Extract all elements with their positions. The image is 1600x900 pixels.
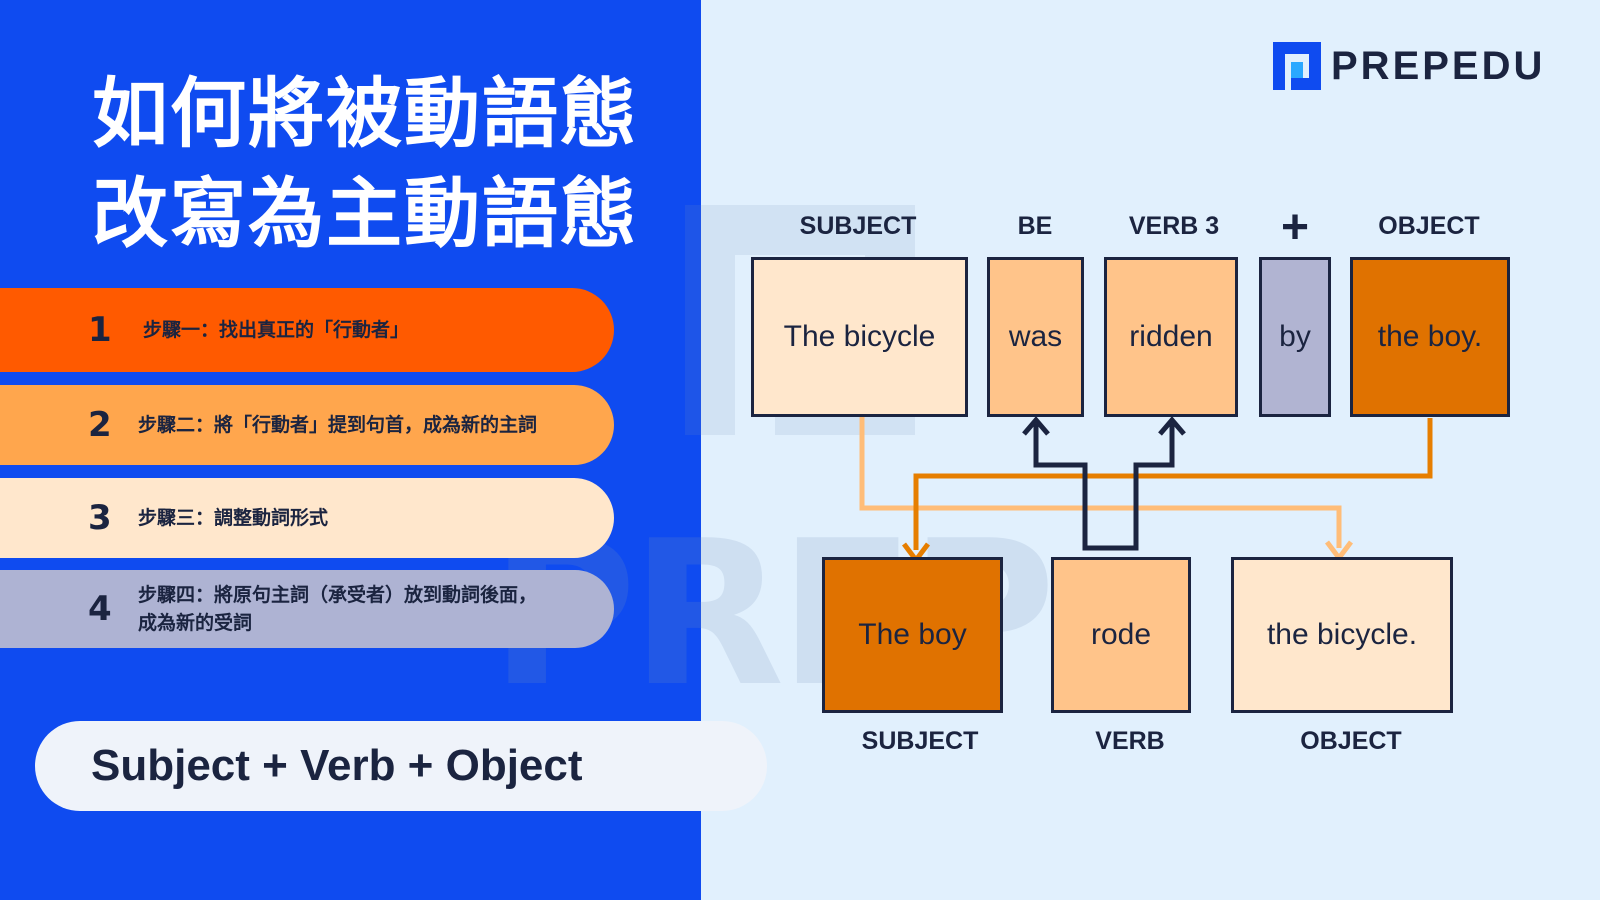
step-2: 2 步驟二：將「行動者」提到句首，成為新的主詞: [0, 385, 614, 465]
arrow-subject-to-object: [859, 415, 1342, 548]
prepedu-logo-icon: [1273, 42, 1321, 90]
plus-sign: +: [1280, 201, 1310, 254]
box-the-bicycle-object: the bicycle.: [1231, 557, 1453, 713]
title-line-1: 如何將被動語態: [92, 69, 638, 158]
right-panel: [701, 0, 1600, 900]
box-ridden: ridden: [1104, 257, 1238, 417]
step-3: 3 步驟三：調整動詞形式: [0, 478, 614, 558]
step-3-number: 3: [88, 498, 112, 538]
label-passive-verb3: VERB 3: [1128, 212, 1220, 240]
step-4: 4 步驟四：將原句主詞（承受者）放到動詞後面，成為新的受詞: [0, 570, 614, 648]
label-passive-subject: SUBJECT: [799, 212, 917, 240]
box-the-bicycle: The bicycle: [751, 257, 968, 417]
formula-pill: Subject + Verb + Object: [35, 721, 767, 811]
box-was: was: [987, 257, 1084, 417]
label-active-verb: VERB: [1095, 727, 1165, 755]
step-4-number: 4: [88, 589, 112, 629]
step-4-text: 步驟四：將原句主詞（承受者）放到動詞後面，成為新的受詞: [138, 584, 538, 634]
arrowhead-verb3: [1158, 416, 1186, 436]
box-by: by: [1259, 257, 1331, 417]
step-1-text: 步驟一：找出真正的「行動者」: [143, 319, 410, 341]
box-the-boy-object: the boy.: [1350, 257, 1510, 417]
label-active-subject: SUBJECT: [861, 727, 979, 755]
logo-wordmark: PREPEDU: [1331, 43, 1546, 88]
page-title: 如何將被動語態 改寫為主動語態: [92, 64, 672, 264]
box-rode: rode: [1051, 557, 1191, 713]
prepedu-logo: PREPEDU: [1271, 40, 1545, 92]
step-1: 1 步驟一：找出真正的「行動者」: [0, 288, 614, 372]
title-line-2: 改寫為主動語態: [92, 169, 638, 258]
step-1-number: 1: [88, 310, 112, 350]
step-3-text: 步驟三：調整動詞形式: [138, 507, 329, 529]
label-active-object: OBJECT: [1300, 727, 1402, 755]
label-passive-object: OBJECT: [1378, 212, 1480, 240]
step-2-number: 2: [88, 405, 112, 445]
arrow-object-to-subject: [913, 418, 1433, 550]
arrow-be-to-verb: [1033, 424, 1175, 551]
step-2-text: 步驟二：將「行動者」提到句首，成為新的主詞: [138, 414, 538, 436]
label-passive-be: BE: [1017, 212, 1053, 240]
arrowhead-be: [1022, 416, 1050, 436]
formula-text: Subject + Verb + Object: [91, 741, 583, 790]
box-the-boy-subject: The boy: [822, 557, 1003, 713]
